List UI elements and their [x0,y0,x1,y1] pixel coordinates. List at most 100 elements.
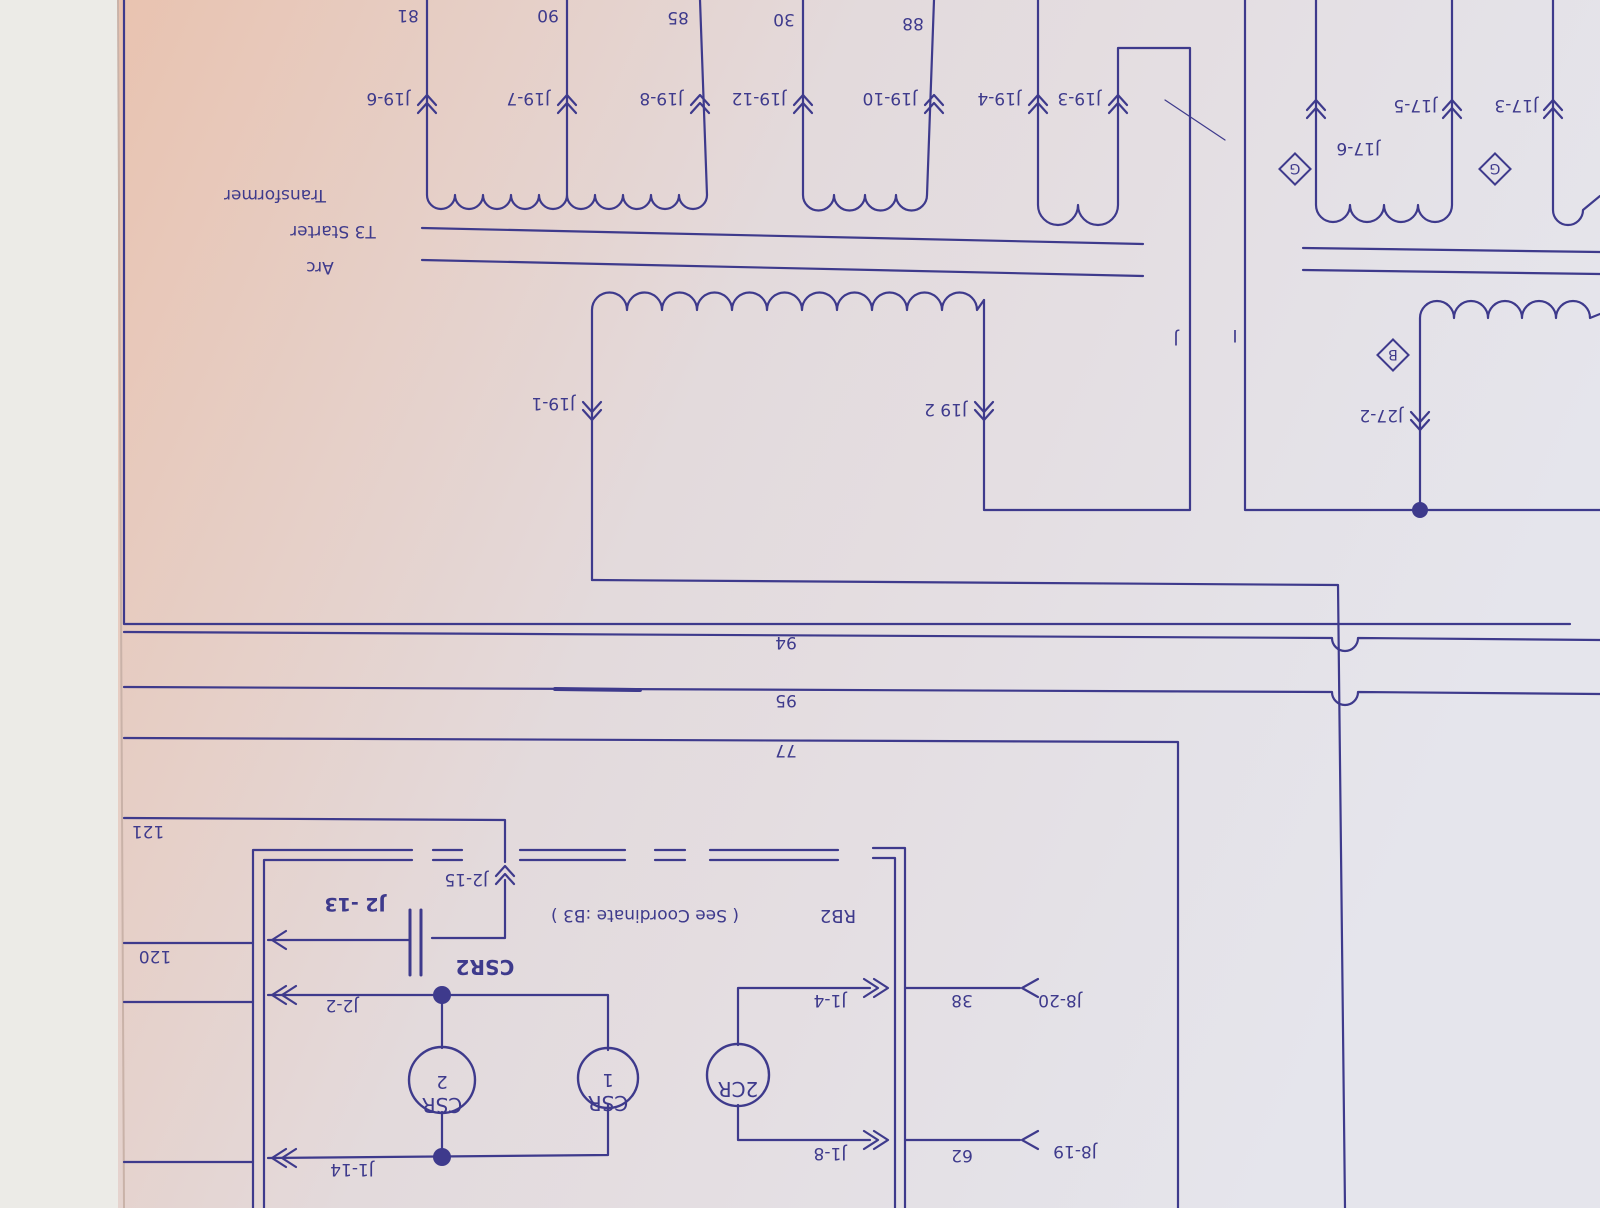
marker-b: B [1388,346,1398,362]
wire-j1-14 [266,1103,610,1160]
bus-77 [122,736,1180,1208]
coil-csr1 [576,1046,640,1110]
paper-sheet [118,0,1600,1208]
winding-5 [1551,0,1600,227]
wire-label-38: 38 [951,990,973,1010]
chevron-j17-3 [1542,98,1564,120]
pass-label-i: I [1232,325,1237,345]
bus-95-heavy [553,687,642,692]
label-rb2: RB2 [820,905,856,926]
coil-label-2cr: 2CR [718,1077,759,1101]
wire-label-120: 120 [139,946,171,966]
chevron-j17-5 [1441,98,1463,120]
label-transformer: Transformer [224,185,327,205]
chevron-j19-1 [581,400,603,422]
chevron-j19-4 [1027,93,1049,115]
diamond-markers [1278,152,1512,372]
label-j2-13: J2 -13 [324,893,387,915]
chevron-j1-14 [270,1147,298,1169]
label-see-coordinate: ( See Coordinate :B3 ) [551,905,739,925]
label-j19-7: J19-7 [506,88,551,108]
chevron-j19-6 [416,93,438,115]
diamond-b [1376,338,1410,372]
labels: 81 90 85 30 88 J19-6 J19-7 J19-8 J19-12 … [132,5,1539,1179]
chevron-j19-8 [689,93,711,115]
wire-primary-return [590,578,1347,1208]
winding-right [1418,299,1600,512]
chevron-j8-20 [1020,977,1040,999]
coil-label-csr2-a: CSR [422,1093,463,1117]
winding-4 [1314,0,1454,224]
upper-frame-left [122,0,1572,626]
coil-label-csr2-b: 2 [436,1071,447,1092]
wire-label-62: 62 [951,1145,973,1165]
junctions [433,502,1428,1166]
label-j8-20: J8-20 [1038,990,1083,1010]
left-margin [0,0,135,1208]
wire-j2-2 [266,993,610,1052]
pointer-stroke [1164,99,1226,141]
label-j19-6: J19-6 [366,88,411,108]
wire-j1-4 [736,986,872,1047]
label-j19-3: J19-3 [1057,88,1102,108]
paper-edge [117,0,125,1208]
bus-94 [122,630,1600,653]
chevron-j19-12 [792,93,814,115]
label-arc: Arc [306,257,334,277]
wire-121 [122,816,507,864]
connector-chevrons [270,93,1564,1169]
chevron-j1-8 [862,1129,890,1151]
marker-g1: G [1290,160,1301,176]
coil-2cr [705,1042,771,1108]
label-j19-4: J19-4 [977,88,1022,108]
label-j27-2: J27-2 [1359,405,1404,425]
label-j1-8: J1-8 [814,1143,848,1163]
junction-j1-14 [433,1148,451,1166]
label-j19-12: J19-12 [732,88,787,108]
label-j1-4: J1-4 [814,990,848,1010]
label-j2-15: J2-15 [444,869,489,889]
diamond-g1 [1278,152,1312,186]
coil-csr2 [407,1045,477,1115]
primary-winding [590,291,986,582]
label-csr2: CSR2 [456,955,515,979]
label-j17-6: J17-6 [1336,138,1381,158]
wire-j1-8 [736,1103,872,1142]
chevron-j8-19 [1020,1129,1040,1151]
coil-label-csr1-b: 1 [602,1069,613,1090]
wire-j2-15 [430,878,507,940]
core-line-4 [1301,268,1600,276]
chevron-j1-4 [862,977,890,999]
diamond-g2 [1478,152,1512,186]
core-line-1 [420,226,1145,246]
label-j2-2: J2-2 [326,995,360,1015]
wire-label-85: 85 [667,7,689,27]
chevron-j2-13 [270,929,288,951]
label-j19-8: J19-8 [639,88,684,108]
upper-frame-right [1243,0,1600,512]
wiring [122,0,1600,1208]
coils [407,1042,771,1115]
winding-2 [801,0,936,212]
wire-label-88: 88 [902,13,924,33]
coil-label-csr1-a: CSR [588,1091,629,1115]
wire-label-30: 30 [773,9,795,29]
label-j19-10: J19-10 [863,88,918,108]
wire-label-90: 90 [537,5,559,25]
marker-g2: G [1490,160,1501,176]
wire-label-121: 121 [132,821,164,841]
label-j17-5: J17-5 [1393,95,1438,115]
chevron-j2-2 [270,984,298,1006]
pass-label-j: J [1173,328,1179,348]
bus-label-95: 95 [775,690,797,710]
rb2-right-inner [871,856,897,1208]
wire-label-81: 81 [397,5,419,25]
rb2-right-outer [871,846,907,1208]
bus-label-94: 94 [775,632,797,652]
chevron-j19-3 [1107,93,1129,115]
junction-j2-2 [433,986,451,1004]
chevron-j19-7 [556,93,578,115]
label-j19-2: J19 2 [924,399,968,419]
chevron-j17-6 [1305,98,1327,120]
label-j17-3: J17-3 [1494,95,1539,115]
